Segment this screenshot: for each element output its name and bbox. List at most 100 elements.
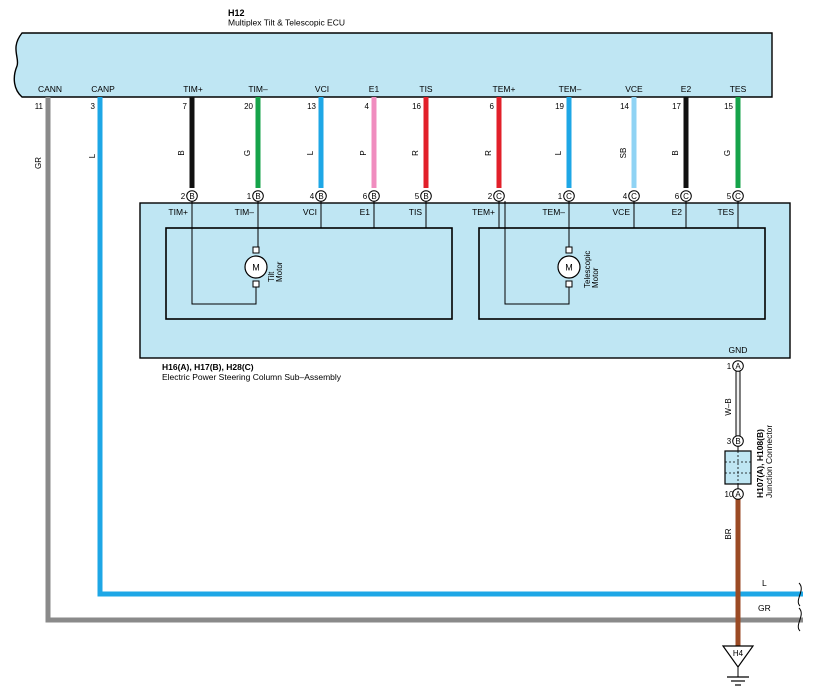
pin-10-number: 6 [675,192,680,201]
ecu-pin-10-number: 17 [672,102,681,111]
pin-4-circle [315,190,327,202]
junction-bottom-pin-number: 10 [725,490,734,499]
ecu-pin-1-number: 3 [91,102,96,111]
ecu-pin-6-label: TIS [419,84,433,94]
ecu-panel [13,32,773,98]
ecu-pin-3-number: 20 [244,102,253,111]
svg-text:M: M [565,263,573,273]
telescopic-motor-box [478,227,766,320]
svg-text:M: M [252,263,260,273]
col-pin-5-label: E1 [360,207,371,217]
pin-9-letter: C [631,192,637,201]
ecu-pin-3-label: TIM– [248,84,268,94]
wire-cann [45,97,803,623]
col-pin-11-label: TES [717,207,734,217]
column-connector-ids: H16(A), H17(B), H28(C) [162,362,254,372]
ecu-pin-9-number: 14 [620,102,629,111]
svg-text:Telescopic: Telescopic [583,251,592,288]
tilt-wire-plus [191,201,257,305]
wire-canp [97,97,803,597]
column-panel [139,202,791,359]
pin-10-circle [680,190,692,202]
col-pin-6-label: TIS [409,207,423,217]
ecu-pin-labels: CANN11CANP3TIM+7TIM–20VCI13E14TIS16TEM+6… [35,84,747,111]
pin-5-letter: B [371,192,376,201]
col-pin-4-label: VCI [303,207,317,217]
pin-7-letter: C [496,192,502,201]
ground-triangle [721,645,755,669]
ecu-pin-11-number: 15 [724,102,733,111]
junction-top-pin-circle [732,435,744,447]
ecu-pin-0-label: CANN [38,84,62,94]
junction-bottom-pin-letter: A [735,490,741,499]
junction-bottom-pin-circle [732,488,744,500]
wire-5-color: P [359,150,368,155]
ecu-pin-2-number: 7 [183,102,188,111]
wire-canp-color: L [88,153,97,158]
junction-top-pin-letter: B [735,437,740,446]
pin-11-letter: C [735,192,741,201]
ecu-pin-5-label: E1 [369,84,380,94]
ecu-pin-4-number: 13 [307,102,316,111]
pin-4-letter: B [318,192,323,201]
junction-top-pin-number: 3 [727,437,732,446]
ecu-pin-5-number: 4 [365,102,370,111]
ecu-pin-4-label: VCI [315,84,329,94]
pin-8-letter: C [566,192,572,201]
ecu-connector-id: H12 [228,8,245,18]
ecu-pin-8-number: 19 [555,102,564,111]
bus-break-marks: L GR [758,578,802,632]
wire-4-color: L [306,150,315,155]
col-pin-8-label: TEM– [542,207,565,217]
col-pin-10-label: E2 [672,207,683,217]
wire-8-color: L [554,150,563,155]
bus-l-label: L [762,578,767,588]
wire-cann-color: GR [34,157,43,169]
wire-9-color: SB [619,148,628,159]
junction-connector: H107(A), H108(B) Junction Connector [724,425,774,498]
pin-7-number: 2 [488,192,493,201]
ecu-pin-11-label: TES [730,84,747,94]
pin-2-circle [186,190,198,202]
svg-text:Motor: Motor [275,261,284,282]
gnd-pin-letter: A [735,362,741,371]
ecu-pin-0-number: 11 [35,102,44,111]
gnd-pin-circle [732,360,744,372]
wire-10-color: B [671,150,680,155]
pin-5-number: 6 [363,192,368,201]
tele-wire-plus [504,201,570,305]
pin-2-number: 2 [181,192,186,201]
pin-4-number: 4 [310,192,315,201]
col-pin-2-label: TIM+ [168,207,188,217]
ecu-pin-1-label: CANP [91,84,115,94]
bus-gr-label: GR [758,603,771,613]
pin-3-letter: B [255,192,260,201]
ecu-pin-10-label: E2 [681,84,692,94]
pin-11-circle [732,190,744,202]
wire-2-color: B [177,150,186,155]
pin-6-number: 5 [415,192,420,201]
pin-6-circle [420,190,432,202]
wire-wb-color: W–B [724,398,733,415]
wire-br-color: BR [724,528,733,539]
gnd-pin-number: 1 [727,362,732,371]
pin-11-number: 5 [727,192,732,201]
ecu-pin-7-number: 6 [490,102,495,111]
pin-3-number: 1 [247,192,252,201]
junction-name: Junction Connector [764,425,774,498]
pin-6-letter: B [423,192,428,201]
pin-2-letter: B [189,192,194,201]
ecu-pin-8-label: TEM– [559,84,582,94]
ecu-pin-6-number: 16 [412,102,421,111]
tilt-motor-box [165,227,453,320]
col-pin-9-label: VCE [613,207,631,217]
ground-point: H4 [721,645,755,686]
junction-connector-ids: H107(A), H108(B) [755,429,765,498]
ecu-pin-7-label: TEM+ [493,84,516,94]
pin-8-circle [563,190,575,202]
